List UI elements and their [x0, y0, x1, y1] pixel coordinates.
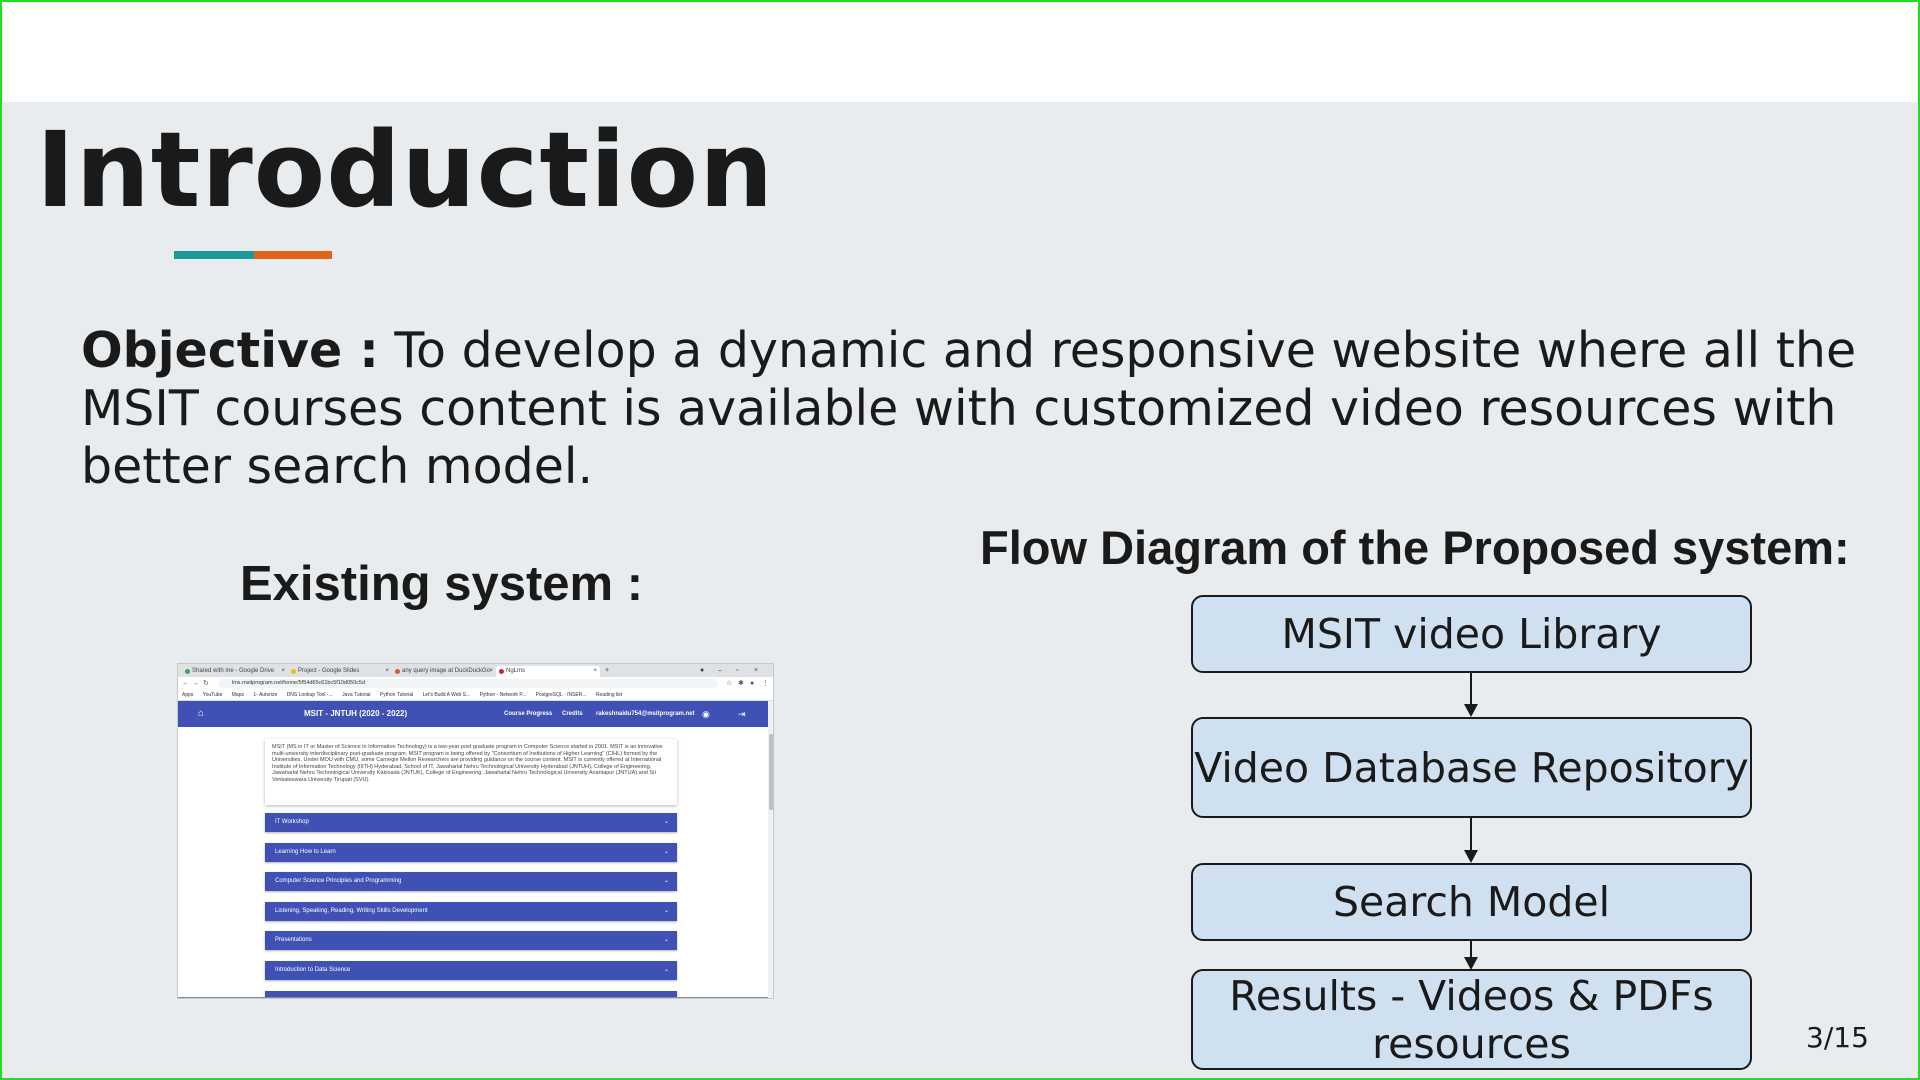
course-label: IT Workshop [275, 819, 309, 825]
chevron-down-icon: ⌄ [663, 937, 669, 943]
existing-system-screenshot: Shared with me - Google Drive × Project -… [177, 663, 774, 999]
nav-user-email: rakeshnaidu754@msitprogram.net [596, 711, 695, 717]
title-underline-teal [174, 251, 254, 259]
close-icon: × [489, 668, 493, 674]
flow-step-results: Results - Videos & PDFs resources [1191, 969, 1752, 1070]
app-header: ⌂ MSIT - JNTUH (2020 - 2022) Course Prog… [178, 701, 768, 727]
bookmark-item: Python Tutorial [379, 692, 414, 698]
tab-label: Project - Google Slides [298, 668, 360, 674]
arrow-down-icon [1464, 957, 1478, 970]
flow-step-search-model: Search Model [1191, 863, 1752, 941]
tab-favicon-icon [395, 669, 400, 674]
flow-arrow-line [1470, 818, 1472, 856]
course-label: Learning How to Learn [275, 849, 336, 855]
course-accordion-item: Learning How to Learn ⌄ [265, 843, 677, 862]
bookmark-item: 1- Autorize [253, 692, 278, 698]
bookmark-item: YouTube [202, 692, 223, 698]
minimize-icon: – [718, 667, 722, 674]
flow-step-video-library: MSIT video Library [1191, 595, 1752, 673]
avatar-icon: ● [750, 680, 755, 687]
close-window-icon: × [754, 667, 759, 674]
browser-tab: Shared with me - Google Drive × [182, 666, 288, 677]
existing-system-heading: Existing system : [240, 557, 644, 611]
flow-step-video-database: Video Database Repository [1191, 717, 1752, 818]
course-accordion-item: Introduction to Data Science ⌄ [265, 961, 677, 980]
course-label: Presentations [275, 937, 312, 943]
title-underline-orange [254, 251, 332, 259]
program-description-card: MSIT (MS in IT or Master of Science in I… [265, 739, 677, 805]
chevron-down-icon: ⌄ [663, 849, 669, 855]
chevron-down-icon: ⌄ [663, 967, 669, 973]
course-accordion-item: Presentations ⌄ [265, 931, 677, 950]
menu-icon: ⋮ [762, 680, 769, 687]
chevron-down-icon: ⌄ [663, 878, 669, 884]
flow-diagram-heading: Flow Diagram of the Proposed system: [980, 521, 1850, 574]
arrow-down-icon [1464, 850, 1478, 863]
course-accordion-item: Computer Science Principles and Programm… [265, 872, 677, 891]
page-number: 3/15 [1806, 1021, 1869, 1054]
logout-icon: ⇥ [738, 709, 746, 719]
course-accordion-item: IT Workshop ⌄ [265, 813, 677, 832]
extension-icon: ✱ [738, 680, 744, 687]
tab-label: Shared with me - Google Drive [192, 668, 275, 674]
star-icon: ☆ [726, 680, 733, 687]
browser-tab-bar: Shared with me - Google Drive × Project -… [178, 664, 773, 677]
course-accordion-item-partial [265, 991, 677, 997]
bookmark-item: Let's Build A Web S... [422, 692, 471, 698]
bookmark-item: Java Tutorial [342, 692, 371, 698]
account-icon: ◉ [702, 709, 710, 719]
tab-favicon-icon [291, 669, 296, 674]
reload-icon: ↻ [203, 680, 209, 687]
screenshot-bottom-edge [178, 997, 768, 998]
bookmarks-bar: Apps YouTube Maps 1- Autorize DNS Lookup… [178, 690, 773, 701]
course-label: Computer Science Principles and Programm… [275, 878, 402, 884]
back-icon: ← [182, 680, 189, 687]
course-label: Listening, Speaking, Reading, Writing Sk… [275, 908, 428, 914]
course-label: Introduction to Data Science [275, 967, 351, 973]
nav-course-progress: Course Progress [504, 711, 553, 717]
url-field: lms.msitprogram.net/home/5f54d65c61bc5f1… [218, 679, 718, 688]
chevron-down-icon: ⌄ [663, 819, 669, 825]
tab-favicon-icon [499, 669, 504, 674]
browser-tab-active: NgLms × [496, 666, 600, 677]
objective-label: Objective : [81, 322, 379, 379]
bookmark-item: DNS Lookup Tool -... [286, 692, 333, 698]
bookmark-item: Maps [231, 692, 244, 698]
bookmark-item: Python - Network P... [479, 692, 527, 698]
home-icon: ⌂ [198, 708, 205, 719]
close-icon: × [593, 668, 597, 674]
forward-icon: → [192, 680, 199, 687]
app-title: MSIT - JNTUH (2020 - 2022) [304, 709, 408, 718]
arrow-down-icon [1464, 704, 1478, 717]
nav-credits: Credits [562, 711, 583, 717]
slide-title: Introduction [36, 109, 775, 231]
browser-address-row: ← → ↻ lms.msitprogram.net/home/5f54d65c6… [178, 677, 773, 690]
objective-paragraph: Objective : To develop a dynamic and res… [81, 322, 1861, 496]
browser-tab: Project - Google Slides × [288, 666, 392, 677]
tab-label: any query image at DuckDuckGo [402, 668, 491, 674]
bookmark-item: PostgreSQL - INSER... [535, 692, 587, 698]
maximize-icon: ▫ [736, 667, 739, 674]
objective-text: To develop a dynamic and responsive webs… [81, 322, 1857, 495]
profile-icon: ● [700, 667, 705, 674]
bookmark-item: Reading list [595, 692, 623, 698]
new-tab-icon: + [605, 667, 610, 674]
bookmark-item: Apps [182, 692, 194, 698]
flow-arrow-line [1470, 941, 1472, 964]
scrollbar-thumb [769, 734, 773, 810]
page-scrollbar [768, 701, 773, 998]
browser-tab: any query image at DuckDuckGo× [392, 666, 496, 677]
close-icon: × [385, 668, 389, 674]
flow-arrow-line [1470, 673, 1472, 709]
close-icon: × [281, 668, 285, 674]
tab-favicon-icon [185, 669, 190, 674]
course-accordion-item: Listening, Speaking, Reading, Writing Sk… [265, 902, 677, 921]
tab-label: NgLms [506, 668, 526, 674]
chevron-down-icon: ⌄ [663, 908, 669, 914]
